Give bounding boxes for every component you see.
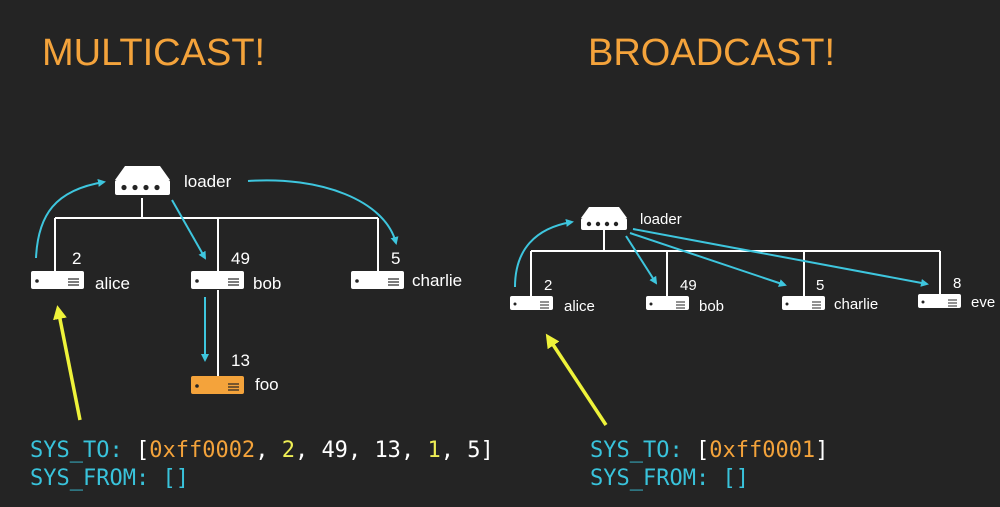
server-icon <box>918 294 961 308</box>
broadcast-arrows <box>514 219 929 288</box>
node-name: bob <box>699 298 724 315</box>
node-id: 2 <box>72 249 81 268</box>
broadcast-diagram: loader 2 alice 49 bob 5 <box>510 207 995 426</box>
node-name: alice <box>564 298 595 315</box>
server-icon <box>191 271 244 289</box>
server-icon <box>782 296 825 310</box>
router-icon <box>581 207 627 230</box>
node-id: 5 <box>816 277 824 294</box>
sys-from-value: [] <box>162 466 189 491</box>
router-icon <box>115 166 170 195</box>
sys-to-value: 0xff0002 <box>149 438 256 463</box>
server-icon <box>351 271 404 289</box>
node-name: foo <box>255 375 279 394</box>
node-id: 13 <box>231 351 250 370</box>
multicast-sys-to-line: SYS_TO: [0xff0002, 2, 49, 13, 1, 5] <box>30 438 494 463</box>
sys-from-key: SYS_FROM: <box>30 466 150 491</box>
sys-to-value: 2 <box>281 438 295 463</box>
multicast-bus <box>54 198 379 376</box>
sys-to-value: 0xff0001 <box>709 438 816 463</box>
sys-to-value: 1 <box>427 438 441 463</box>
sys-to-key: SYS_TO: <box>30 438 123 463</box>
broadcast-sys-from-line: SYS_FROM: [] <box>590 466 749 491</box>
node-name: alice <box>95 274 130 293</box>
sys-to-value: 13 <box>374 438 401 463</box>
node-id: 49 <box>680 277 697 294</box>
server-icon <box>646 296 689 310</box>
node-name: charlie <box>834 296 878 313</box>
multicast-title: MULTICAST! <box>42 32 266 74</box>
multicast-diagram: loader 2 alice 49 bob 5 <box>31 166 462 421</box>
node-id: 8 <box>953 275 961 292</box>
server-icon <box>191 376 244 394</box>
node-id: 49 <box>231 249 250 268</box>
sys-to-key: SYS_TO: <box>590 438 683 463</box>
broadcast-title: BROADCAST! <box>588 32 836 74</box>
server-icon <box>31 271 84 289</box>
broadcast-sys-to-line: SYS_TO: [0xff0001] <box>590 438 829 463</box>
node-id: 2 <box>544 277 552 294</box>
node-id: 5 <box>391 249 400 268</box>
node-name: eve <box>971 294 995 311</box>
multicast-sys-from-line: SYS_FROM: [] <box>30 466 189 491</box>
sys-to-value: 5 <box>467 438 481 463</box>
entry-arrow <box>545 333 608 426</box>
node-name: bob <box>253 274 281 293</box>
server-icon <box>510 296 553 310</box>
multicast-arrows <box>35 179 399 362</box>
sys-to-value: 49 <box>321 438 348 463</box>
sys-from-key: SYS_FROM: <box>590 466 710 491</box>
router-label: loader <box>184 172 232 191</box>
entry-arrow <box>53 305 82 421</box>
broadcast-bus <box>530 230 941 296</box>
node-name: charlie <box>412 271 462 290</box>
router-label: loader <box>640 211 682 228</box>
sys-from-value: [] <box>722 466 749 491</box>
